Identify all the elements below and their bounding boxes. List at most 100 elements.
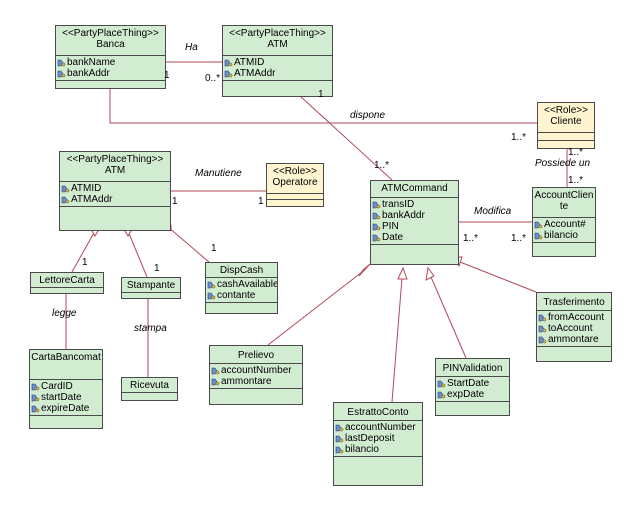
class-banca[interactable]: <<PartyPlaceThing>> Banca bankName bankA… [55,25,166,89]
class-pinvalidation[interactable]: PINValidation StartDate expDate [435,358,510,416]
attribute-icon [57,59,66,66]
assoc-possiede-label: Possiede un [535,158,591,169]
class-name: Stampante [126,280,176,291]
attribute-list: accountNumber ammontare [210,364,302,389]
class-header: <<PartyPlaceThing>> ATM [223,26,332,56]
attribute: StartDate [437,378,509,389]
class-stampante[interactable]: Stampante [121,277,181,299]
attribute: ATMID [224,57,332,68]
attribute-icon [211,367,220,374]
class-prelievo[interactable]: Prelievo accountNumber ammontare [209,345,303,405]
multiplicity: 1..* [568,175,584,186]
attribute-icon [437,391,446,398]
class-trasferimento[interactable]: Trasferimento fromAccount toAccount ammo… [536,292,612,362]
class-header: <<Role>> Cliente [538,103,594,133]
class-header: ATMCommand [371,181,458,198]
multiplicity: 1 [164,70,170,81]
attribute: ammontare [211,376,302,387]
attribute-icon [31,405,40,412]
class-header: Prelievo [210,346,302,364]
attribute: transID [372,199,458,210]
attribute-icon [335,435,344,442]
class-estrattoconto[interactable]: EstrattoConto accountNumber lastDeposit … [333,402,423,486]
attribute: Date [372,232,458,243]
multiplicity: 1 [211,243,217,254]
attribute-list: CardID startDate expireDate [30,380,102,416]
attribute: CardID [31,381,102,392]
assoc-modifica-label: Modifica [474,206,512,217]
attribute-list [267,194,323,200]
class-name: Operatore [272,177,318,188]
stereotype: <<Role>> [273,166,317,177]
class-name: CartaBancomat [31,352,101,363]
class-cliente[interactable]: <<Role>> Cliente [537,102,595,149]
class-accountcliente[interactable]: AccountCliente Account# bilancio [532,187,596,257]
assoc-manutiene-label: Manutiene [195,168,242,179]
class-header: DispCash [206,263,277,278]
multiplicity: 0..* [205,73,221,84]
attribute: PIN [372,221,458,232]
assoc-atm-command-line [299,95,393,181]
class-name: Trasferimento [543,297,605,308]
class-header: LettoreCarta [31,273,103,288]
attribute-icon [437,380,446,387]
assoc-dispone-line [109,88,537,124]
multiplicity: 1 [318,89,324,100]
aggr-dispcash-line [167,226,210,263]
attribute: ATMAddr [224,68,332,79]
class-dispcash[interactable]: DispCash cashAvailable contante [205,262,278,314]
attribute-list: ATMID ATMAddr [223,56,332,81]
attribute-icon [207,281,216,288]
attribute: contante [207,290,277,301]
assoc-legge-label: legge [52,308,77,319]
assoc-ha-label: Ha [185,42,198,53]
class-lettorecarta[interactable]: LettoreCarta [30,272,104,294]
class-header: EstrattoConto [334,403,422,421]
multiplicity: 1 [82,257,88,268]
attribute-list: bankName bankAddr [56,56,165,81]
attribute-icon [534,232,543,239]
attribute: bilancio [335,444,422,455]
class-name: LettoreCarta [39,275,95,286]
attribute-list: cashAvailable contante [206,278,277,303]
attribute-icon [335,424,344,431]
class-name: Prelievo [237,350,275,361]
aggr-stampante-line [127,230,148,278]
class-cartabancomat[interactable]: CartaBancomat CardID startDate expireDat… [29,349,103,429]
stereotype: <<Role>> [544,105,588,116]
class-atm-top[interactable]: <<PartyPlaceThing>> ATM ATMID ATMAddr [222,25,333,97]
attribute: ammontare [538,334,611,345]
generalization-arrow [358,263,371,277]
attribute: ATMID [61,183,170,194]
attribute-icon [538,336,547,343]
class-name: ATM [267,39,288,50]
class-header: <<Role>> Operatore [267,164,323,194]
attribute-list: StartDate expDate [436,377,509,402]
class-name: AccountCliente [534,190,594,212]
attribute-list [538,133,594,141]
class-atmcommand[interactable]: ATMCommand transID bankAddr PIN Date [370,180,459,265]
attribute-icon [372,201,381,208]
class-name: Ricevuta [130,380,169,391]
aggr-lettore-line [71,230,96,273]
attribute: bankAddr [372,210,458,221]
multiplicity: 1 [154,263,160,274]
attribute-list: ATMID ATMAddr [60,182,170,207]
attribute-icon [335,446,344,453]
stereotype: <<PartyPlaceThing>> [66,154,164,165]
class-operatore[interactable]: <<Role>> Operatore [266,163,324,207]
class-atm-left[interactable]: <<PartyPlaceThing>> ATM ATMID ATMAddr [59,151,171,231]
attribute-list: fromAccount toAccount ammontare [537,311,611,347]
attribute: ATMAddr [61,194,170,205]
class-header: Stampante [122,278,180,293]
attribute-icon [31,394,40,401]
attribute-icon [61,196,70,203]
attribute-icon [224,59,233,66]
class-name: EstrattoConto [347,407,409,418]
attribute-icon [61,185,70,192]
generalization-arrow [425,266,435,281]
class-name: Cliente [550,116,582,127]
attribute-icon [372,212,381,219]
class-header: Ricevuta [122,378,177,393]
class-ricevuta[interactable]: Ricevuta [121,377,178,401]
